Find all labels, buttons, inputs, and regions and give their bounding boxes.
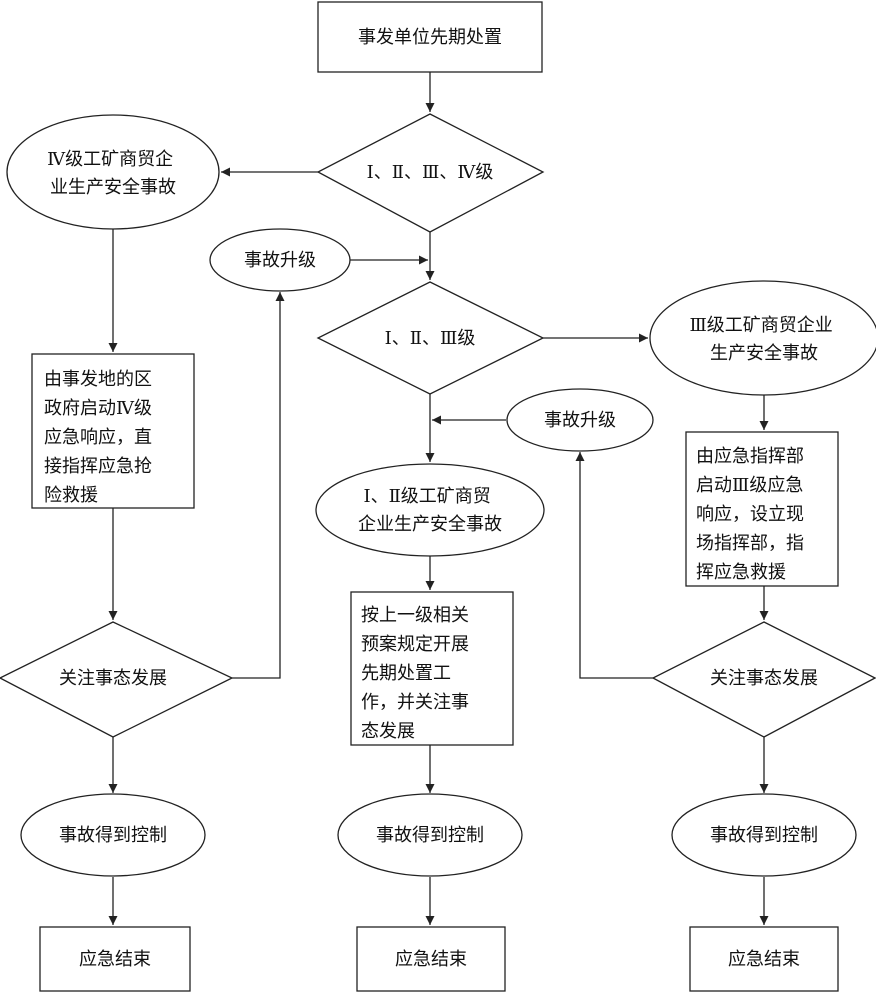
node-iii-response-label: 由应急指挥部 启动Ⅲ级应急 响应，设立现 场指挥部，指 挥应急救援 [696,446,810,583]
node-iv-response: 由事发地的区 政府启动Ⅳ级 应急响应，直 接指挥应急抢 险救援 [31,353,195,509]
decision-level-i-iv-label: Ⅰ、Ⅱ、Ⅲ、Ⅳ级 [367,162,494,183]
node-end-mid: 应急结束 [356,926,506,992]
decision-watch-left-label: 关注事态发展 [59,668,167,689]
node-i-ii-response-label: 按上一级相关 预案规定开展 先期处置工 作，并关注事 态发展 [361,605,475,742]
node-end-mid-label: 应急结束 [395,949,467,970]
node-iii-event-label: Ⅲ级工矿商贸企业 生产安全事故 [689,315,838,364]
node-i-ii-event-label: Ⅰ、Ⅱ级工矿商贸 企业生产安全事故 [358,486,502,535]
node-start-label: 事发单位先期处置 [358,27,502,48]
node-upgrade-left: 事故升级 [209,228,351,292]
node-upgrade-right: 事故升级 [506,388,654,452]
node-end-left-label: 应急结束 [79,949,151,970]
node-i-ii-event: Ⅰ、Ⅱ级工矿商贸 企业生产安全事故 [315,463,545,557]
decision-level-i-iii: Ⅰ、Ⅱ、Ⅲ级 [316,281,545,395]
node-controlled-mid: 事故得到控制 [337,793,523,877]
node-controlled-right: 事故得到控制 [671,793,857,877]
node-end-right: 应急结束 [689,926,839,992]
edge-watch-right-to-upgrade-right [575,452,653,679]
node-iv-response-label: 由事发地的区 政府启动Ⅳ级 应急响应，直 接指挥应急抢 险救援 [44,369,158,506]
decision-watch-right-label: 关注事态发展 [710,668,818,689]
node-controlled-left: 事故得到控制 [20,793,206,877]
node-controlled-left-label: 事故得到控制 [59,825,167,846]
decision-watch-left: 关注事态发展 [0,621,234,738]
decision-level-i-iv: Ⅰ、Ⅱ、Ⅲ、Ⅳ级 [316,113,545,233]
node-end-left: 应急结束 [39,926,191,992]
node-controlled-mid-label: 事故得到控制 [376,825,484,846]
node-iv-event-label: Ⅳ级工矿商贸企 业生产安全事故 [47,149,179,198]
edge-watch-left-to-upgrade-left [232,292,285,679]
node-iii-response: 由应急指挥部 启动Ⅲ级应急 响应，设立现 场指挥部，指 挥应急救援 [685,431,839,587]
node-start: 事发单位先期处置 [317,1,543,73]
decision-level-i-iii-label: Ⅰ、Ⅱ、Ⅲ级 [385,328,476,349]
node-i-ii-response: 按上一级相关 预案规定开展 先期处置工 作，并关注事 态发展 [350,591,514,746]
decision-watch-right: 关注事态发展 [651,621,876,738]
node-iii-event: Ⅲ级工矿商贸企业 生产安全事故 [649,280,876,396]
node-iv-event: Ⅳ级工矿商贸企 业生产安全事故 [6,114,220,230]
connectors [108,72,769,925]
node-upgrade-left-label: 事故升级 [244,250,316,271]
node-end-right-label: 应急结束 [728,949,800,970]
node-controlled-right-label: 事故得到控制 [710,825,818,846]
node-upgrade-right-label: 事故升级 [544,410,616,431]
